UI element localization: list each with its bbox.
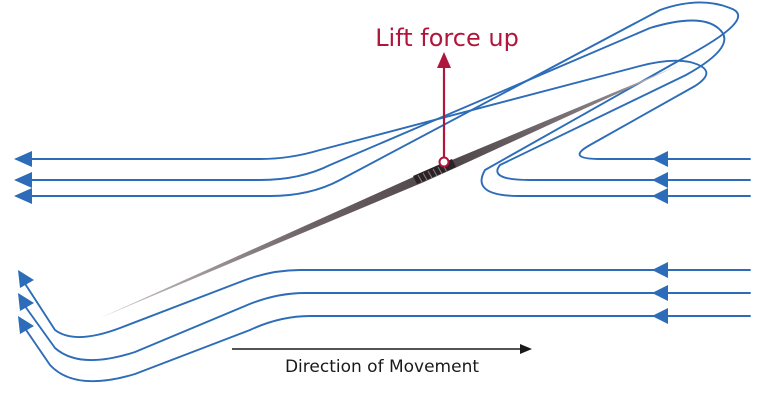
lower-streamline-lower: [21, 315, 751, 383]
lift-arrowhead: [437, 52, 451, 68]
lower-left-arrowheads: [18, 270, 34, 334]
upper-streamline-outer: [27, 59, 751, 160]
lower-streamline-middle: [21, 292, 751, 361]
arrowhead-right-6: [652, 308, 668, 324]
lower-streamlines: [21, 269, 751, 383]
arrowhead-right-3: [652, 188, 668, 204]
arrowhead-upleft-1: [18, 270, 34, 288]
arrowhead-right-4: [652, 262, 668, 278]
arrowhead-upleft-3: [18, 316, 34, 334]
arrowhead-left-3: [14, 188, 32, 204]
direction-of-movement-arrow: [232, 344, 532, 354]
center-of-pressure-marker: [438, 156, 450, 168]
arrowhead-left-1: [14, 151, 32, 167]
lower-streamline-upper: [21, 269, 751, 338]
upper-streamlines: [27, 1, 751, 197]
javelin-shaft: [100, 64, 682, 318]
upper-streamline-inner: [27, 1, 751, 197]
arrowhead-right-1: [652, 151, 668, 167]
lift-force-label: Lift force up: [375, 24, 519, 52]
lift-force-arrow: [437, 52, 451, 168]
arrowhead-right-5: [652, 285, 668, 301]
javelin-grip-wrap: [417, 164, 448, 183]
arrowhead-right-2: [652, 172, 668, 188]
javelin: [100, 64, 682, 318]
right-flow-arrowheads: [652, 151, 668, 324]
direction-of-movement-label: Direction of Movement: [285, 357, 479, 377]
left-flow-arrowheads: [14, 151, 32, 204]
arrowhead-left-2: [14, 172, 32, 188]
upper-streamline-middle: [27, 19, 751, 181]
arrowhead-upleft-2: [18, 293, 34, 311]
